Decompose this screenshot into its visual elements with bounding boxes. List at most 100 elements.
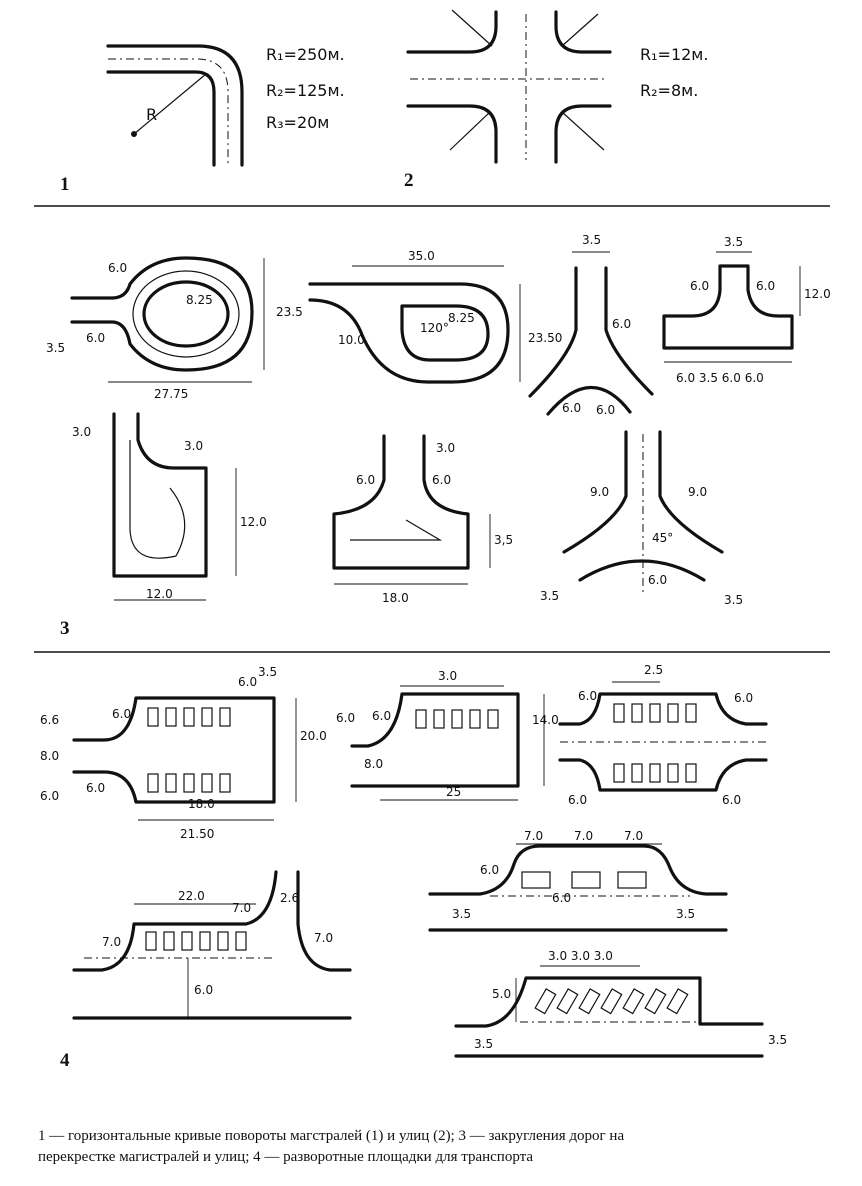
loop-lane-line <box>132 270 240 358</box>
hammerhead-path-arrow <box>350 519 443 541</box>
radius-leader-bl <box>449 111 491 151</box>
bay-a-stall <box>201 707 213 727</box>
loop-height: 23.5 <box>276 305 303 319</box>
bay-a-stall <box>183 707 195 727</box>
wye-left-width: 6.0 <box>562 401 581 415</box>
bay-d-right-corner: 7.0 <box>314 931 333 945</box>
radius-r2-label: R₂=125м. <box>266 81 345 100</box>
bay-d-left-corner: 7.0 <box>102 935 121 949</box>
intersection-corner-tr <box>554 10 612 54</box>
figure-4-bay-turnaround-f: 3.0 3.0 3.0 5.0 3.5 3.5 <box>454 949 787 1058</box>
section-number-1: 1 <box>60 174 70 195</box>
bay-b-stall <box>469 709 481 729</box>
tee-left-radius: 6.0 <box>690 279 709 293</box>
pocket-top-left: 3.0 <box>72 425 91 439</box>
star-left-edge <box>562 430 628 554</box>
bay-c-stall <box>667 763 679 783</box>
radius-r2-label: R₂=8м. <box>640 81 698 100</box>
pocket-height: 12.0 <box>240 515 267 529</box>
bay-b-length: 25 <box>446 785 461 799</box>
bay-d-lane: 2.6 <box>280 891 299 905</box>
bay-f-depth: 5.0 <box>492 987 511 1001</box>
loop-width: 27.75 <box>154 387 188 401</box>
bay-c-stall <box>631 763 643 783</box>
bay-c-stall <box>685 763 697 783</box>
loop-top-radius: 6.0 <box>108 261 127 275</box>
loop-inner-radius: 8.25 <box>186 293 213 307</box>
bay-c-bottom-left: 6.0 <box>568 793 587 807</box>
figure-caption: 1 — горизонтальные кривые повороты магст… <box>38 1126 838 1168</box>
bay-d-outline <box>72 870 278 972</box>
pocket-corner: 3.0 <box>184 439 203 453</box>
wye-top-width: 3.5 <box>582 233 601 247</box>
bay-a-corner-bottom: 6.0 <box>86 781 105 795</box>
figure-3-pocket-turnaround: 3.0 3.0 12.0 12.0 <box>72 412 267 601</box>
pocket-width: 12.0 <box>146 587 173 601</box>
figure-1-highway-curve: R R₁=250м. R₂=125м. R₃=20м <box>106 44 345 167</box>
teardrop-angle: 120° <box>420 321 449 335</box>
bay-c-bottom-right: 6.0 <box>722 793 741 807</box>
bay-c-stall <box>667 703 679 723</box>
loop-island <box>142 280 230 348</box>
star-angle: 45° <box>652 531 673 545</box>
bay-e-stall <box>617 871 647 889</box>
hammerhead-width: 18.0 <box>382 591 409 605</box>
caption-line: 1 — горизонтальные кривые повороты магст… <box>38 1128 625 1144</box>
bay-e-stall <box>521 871 551 889</box>
bay-b-corner: 6.0 <box>372 709 391 723</box>
figure-3-teardrop-turnaround: 35.0 10.0 120° 8.25 23.50 <box>308 249 562 384</box>
figure-4-bay-turnaround-b: 3.0 6.0 6.0 14.0 8.0 25 <box>336 669 559 801</box>
radius-marker: R <box>146 105 157 124</box>
bay-b-top: 3.0 <box>438 669 457 683</box>
bay-f-stall <box>644 988 667 1015</box>
bay-a-left-bottom: 6.0 <box>40 789 59 803</box>
hammerhead-left-radius: 6.0 <box>356 473 375 487</box>
bay-d-corner: 7.0 <box>232 901 251 915</box>
bay-f-stall <box>600 988 623 1015</box>
curve-inner-edge <box>106 70 216 167</box>
star-bottom-edge <box>578 559 706 582</box>
bay-d-stall <box>199 931 211 951</box>
wye-inner-edge <box>546 386 632 416</box>
section-number-3: 3 <box>60 618 70 639</box>
bay-b-middle: 8.0 <box>364 757 383 771</box>
bay-d-stall <box>217 931 229 951</box>
bay-a-stall <box>147 773 159 793</box>
figure-2-street-intersection: R₁=12м. R₂=8м. <box>406 9 708 164</box>
bay-e-left-corner: 6.0 <box>480 863 499 877</box>
bay-a-stall <box>147 707 159 727</box>
bay-d-stall <box>235 931 247 951</box>
tee-right-radius: 6.0 <box>756 279 775 293</box>
bay-a-inner-length: 18.0 <box>188 797 215 811</box>
bay-f-stall <box>534 988 557 1015</box>
figure-4-bay-turnaround-e: 7.0 7.0 7.0 6.0 6.0 3.5 3.5 <box>428 829 728 932</box>
wye-right-radius: 6.0 <box>612 317 631 331</box>
bay-e-inner-corner: 6.0 <box>552 891 571 905</box>
loop-lane-width: 3.5 <box>46 341 65 355</box>
star-left-width: 3.5 <box>540 589 559 603</box>
bay-f-spacing: 3.0 3.0 3.0 <box>548 949 613 963</box>
loop-outer-edge <box>70 256 254 372</box>
curve-outer-edge <box>106 44 244 167</box>
figure-3-tee-junction: 3.5 6.0 6.0 12.0 6.0 3.5 6.0 6.0 <box>662 235 831 385</box>
bay-f-stall <box>578 988 601 1015</box>
bay-c-stall <box>649 703 661 723</box>
bay-c-stall <box>613 703 625 723</box>
bay-b-stall <box>451 709 463 729</box>
radius-r3-label: R₃=20м <box>266 113 329 132</box>
bay-f-left-lane: 3.5 <box>474 1037 493 1051</box>
teardrop-height: 23.50 <box>528 331 562 345</box>
curve-centerline <box>108 58 229 165</box>
teardrop-island <box>400 304 490 362</box>
bay-a-corner-top: 6.0 <box>112 707 131 721</box>
bay-c-stall <box>649 763 661 783</box>
bay-d-depth: 6.0 <box>194 983 213 997</box>
bay-a-height: 20.0 <box>300 729 327 743</box>
bay-b-stall <box>433 709 445 729</box>
bay-c-stall <box>631 703 643 723</box>
star-stem: 6.0 <box>648 573 667 587</box>
teardrop-inner-radius: 8.25 <box>448 311 475 325</box>
bay-a-middle: 8.0 <box>40 749 59 763</box>
bay-d-stall <box>181 931 193 951</box>
